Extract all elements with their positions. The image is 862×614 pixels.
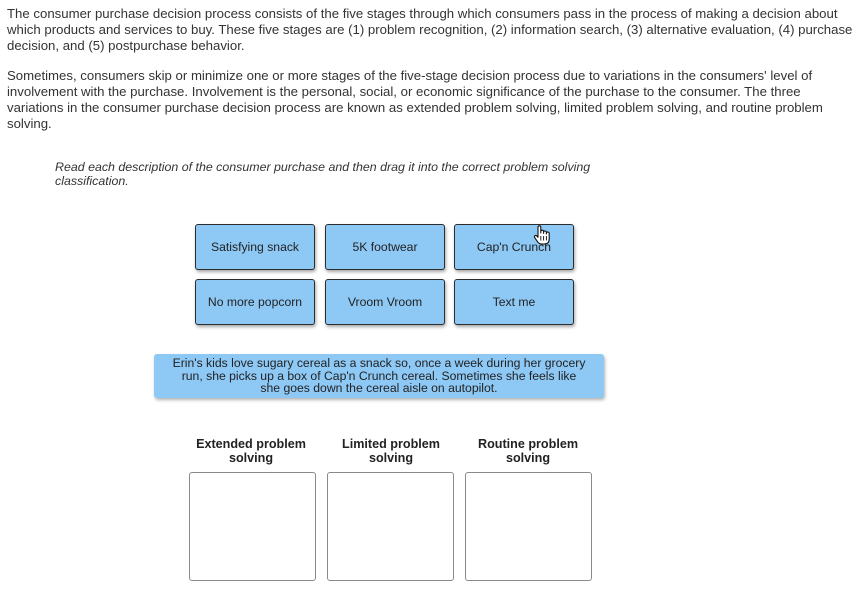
bin-label-extended: Extended problem solving	[196, 437, 306, 465]
intro-paragraph-2: Sometimes, consumers skip or minimize on…	[7, 68, 823, 131]
card-vroom-vroom[interactable]: Vroom Vroom	[325, 279, 445, 325]
card-capn-crunch[interactable]: Cap'n Crunch	[454, 224, 574, 270]
card-label: Vroom Vroom	[347, 295, 423, 309]
card-no-more-popcorn[interactable]: No more popcorn	[195, 279, 315, 325]
card-label: 5K footwear	[352, 240, 418, 254]
scenario-description: Erin's kids love sugary cereal as a snac…	[154, 354, 604, 398]
card-label: Text me	[492, 295, 536, 309]
card-label: Cap'n Crunch	[476, 240, 552, 254]
bin-label-routine: Routine problem solving	[477, 437, 579, 465]
drop-zone-routine[interactable]	[465, 472, 592, 581]
card-5k-footwear[interactable]: 5K footwear	[325, 224, 445, 270]
hand-pointer-icon	[533, 225, 550, 245]
card-label: No more popcorn	[207, 295, 303, 309]
instructions-text: Read each description of the consumer pu…	[55, 160, 591, 188]
intro-paragraph-1: The consumer purchase decision process c…	[7, 6, 853, 53]
card-text-me[interactable]: Text me	[454, 279, 574, 325]
drop-zone-extended[interactable]	[189, 472, 316, 581]
drop-zone-limited[interactable]	[327, 472, 454, 581]
bin-label-limited: Limited problem solving	[342, 437, 440, 465]
card-label: Satisfying snack	[210, 240, 300, 254]
card-satisfying-snack[interactable]: Satisfying snack	[195, 224, 315, 270]
intro-text: The consumer purchase decision process c…	[7, 6, 855, 132]
